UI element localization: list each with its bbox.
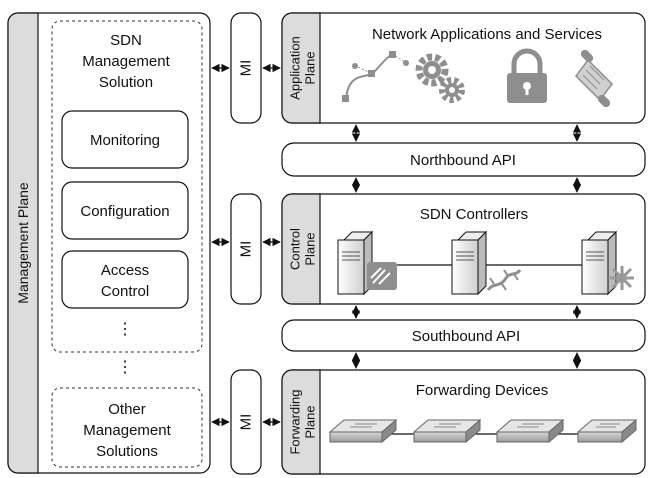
sdn-solution-title-line-1: SDN: [110, 32, 142, 49]
server-gecko-icon: [451, 230, 522, 296]
other-solutions-line-2: Management: [83, 422, 171, 439]
gears-icon: [415, 53, 465, 103]
switch-icon: [495, 418, 565, 444]
southbound-api-box: [281, 319, 646, 352]
mi-box-control: [230, 193, 262, 305]
access-control-label-line-1: Access: [101, 262, 149, 279]
forwarding-plane-label-2: Plane: [303, 405, 318, 438]
access-control-label-line-2: Control: [101, 283, 149, 300]
access-control-module: [61, 250, 189, 309]
sdn-solution-title-line-3: Solution: [99, 74, 153, 91]
padlock-icon: [507, 48, 547, 103]
southbound-api-label: Southbound API: [412, 328, 520, 345]
control-plane-title: SDN Controllers: [420, 206, 528, 223]
monitoring-label: Monitoring: [90, 132, 160, 149]
southbound-arrows: [351, 305, 582, 369]
ellipsis-inner: ⋮: [117, 321, 133, 338]
northbound-arrows: [351, 124, 582, 193]
scroll-icon: [575, 49, 613, 108]
switch-icon: [576, 418, 638, 444]
switch-icon: [328, 418, 398, 444]
forwarding-plane-title: Forwarding Devices: [416, 382, 549, 399]
server-broom-icon: [337, 230, 397, 296]
sdn-management-solution-box: [51, 20, 203, 353]
application-plane-title: Network Applications and Services: [372, 26, 602, 43]
monitoring-module: [61, 110, 189, 169]
mi-box-application: [230, 12, 262, 124]
configuration-module: [61, 181, 189, 240]
control-plane-tab: [281, 193, 321, 305]
northbound-api-label: Northbound API: [410, 152, 516, 169]
mi-label-forwarding: MI: [238, 414, 255, 431]
forwarding-plane-label-1: Forwarding: [288, 389, 303, 454]
other-solutions-line-3: Solutions: [96, 443, 158, 460]
server-starburst-icon: [581, 230, 634, 296]
management-plane-label: Management Plane: [15, 182, 31, 304]
application-plane-label-1: Application: [288, 36, 303, 100]
application-plane-tab: [281, 12, 321, 124]
northbound-api-box: [281, 142, 646, 177]
forwarding-plane-tab: [281, 369, 321, 475]
management-plane-tab: [7, 12, 39, 474]
configuration-label: Configuration: [80, 203, 169, 220]
mi-box-forwarding: [230, 369, 262, 475]
ellipsis-outer: ⋮: [117, 359, 133, 376]
control-plane-label-1: Control: [288, 228, 303, 270]
mi-label-application: MI: [238, 60, 255, 77]
switch-icon: [412, 418, 482, 444]
mi-arrows: [211, 63, 281, 427]
control-plane-label-2: Plane: [303, 232, 318, 265]
other-solutions-line-1: Other: [108, 401, 146, 418]
sdn-solution-title-line-2: Management: [82, 53, 170, 70]
application-plane-label-2: Plane: [303, 51, 318, 84]
mi-label-control: MI: [238, 241, 255, 258]
other-management-solutions-box: [51, 387, 203, 468]
bezier-curve-icon: [342, 51, 409, 102]
